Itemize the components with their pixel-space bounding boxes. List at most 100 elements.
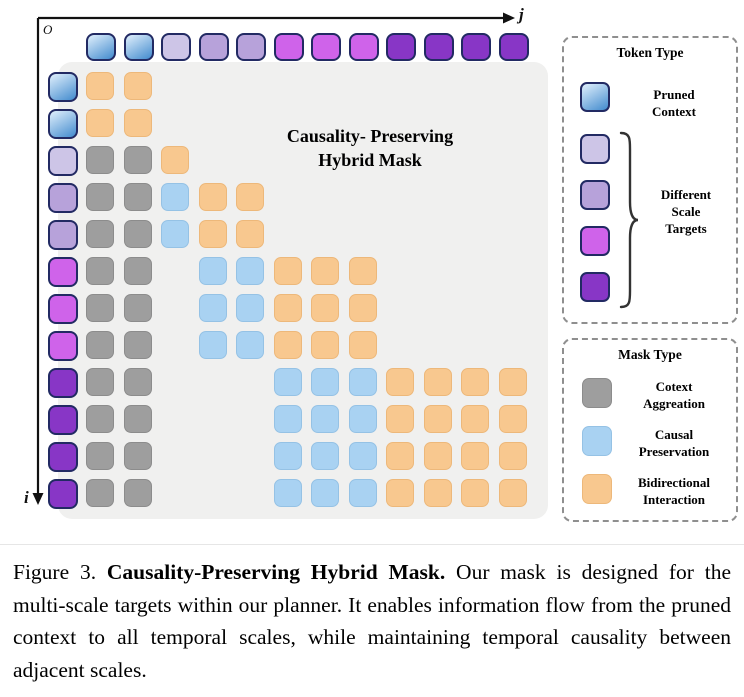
mask-cell-orange [86,109,114,137]
mask-type-legend: Mask Type Cotext Aggreation Causal Prese… [562,338,738,522]
mask-cell-orange [386,479,414,507]
left-token-s2 [48,183,78,213]
left-token-s3 [48,294,78,324]
header-token-s4 [461,33,491,61]
causal-preservation-swatch [582,426,612,456]
mask-cell-blue [348,368,377,396]
mask-legend-0-line2: Aggreation [643,396,705,412]
scale1-swatch [580,134,610,164]
mask-cell-blue [311,405,339,433]
mask-cell-blue [311,442,339,470]
header-token-ctx [86,33,116,61]
mask-cell-gray [86,257,114,285]
mask-cell-orange [273,294,302,322]
mask-title-line2: Hybrid Mask [318,150,422,171]
mask-title-line1: Causality- Preserving [286,126,454,146]
header-token-s3 [348,33,379,61]
mask-cell-gray [123,294,152,322]
left-token-s3 [48,257,78,287]
mask-cell-gray [86,368,114,396]
mask-cell-gray [86,405,114,433]
mask-cell-orange [273,257,302,285]
mask-cell-orange [386,442,414,470]
scale3-swatch [580,226,610,256]
mask-cell-blue [198,294,227,322]
mask-cell-orange [498,405,527,433]
mask-cell-gray [123,442,152,470]
mask-cell-blue [311,479,339,507]
left-token-s4 [48,442,78,472]
mask-cell-orange [423,368,452,396]
left-token-s4 [48,405,78,435]
figure-caption: Figure 3. Causality-Preserving Hybrid Ma… [13,556,731,687]
scales-label-line1: Different [660,187,712,202]
left-token-s1 [48,146,78,176]
header-token-s2 [198,33,229,61]
mask-cell-blue [273,368,302,396]
scales-label-line3: Targets [665,221,707,237]
left-token-ctx [48,72,78,102]
mask-cell-gray [123,331,152,359]
mask-cell-orange [423,479,452,507]
header-token-row [86,33,529,61]
pruned-context-label-line1: Pruned [653,87,695,102]
scales-label-line2: Scale [671,204,701,220]
mask-cell-blue [273,405,302,433]
mask-cell-orange [86,72,114,100]
mask-cell-blue [198,257,227,285]
mask-cell-orange [461,442,489,470]
header-token-s4 [386,33,416,61]
mask-title: Causality- Preserving Hybrid Mask [248,124,492,173]
mask-cell-orange [423,442,452,470]
mask-cell-orange [236,220,264,248]
origin-label: O [43,22,53,37]
header-token-ctx [123,33,154,61]
header-token-s3 [273,33,304,61]
header-token-s1 [161,33,191,61]
figure-3-diagram: O j i Causality- Preserving Hybrid Mask … [24,5,738,522]
mask-cell-orange [498,479,527,507]
mask-cell-orange [311,257,339,285]
mask-legend-2-line1: Bidirectional [638,475,710,490]
mask-cell-gray [86,183,114,211]
caption-body: Our mask is designed for the multi-scale… [13,560,732,683]
mask-legend-2-line2: Interaction [642,492,706,508]
mask-cell-blue [311,368,339,396]
mask-legend-0-line1: Cotext [655,379,693,394]
mask-cell-blue [236,331,264,359]
y-axis-label: i [24,488,29,507]
mask-cell-orange [386,368,414,396]
mask-cell-orange [461,405,489,433]
mask-cell-gray [123,257,152,285]
pruned-context-swatch [580,82,610,112]
mask-cell-orange [461,368,489,396]
mask-cell-gray [86,220,114,248]
mask-cell-blue [236,294,264,322]
mask-cell-blue [161,220,189,248]
mask-cell-blue [348,442,377,470]
mask-cell-orange [123,109,152,137]
mask-cell-blue [273,479,302,507]
mask-cell-orange [236,183,264,211]
pruned-context-label-line2: Context [651,104,697,120]
token-type-legend: Token Type Pruned Context Different Scal… [562,36,738,324]
scale2-swatch [580,180,610,210]
caption-figure-label: Figure 3. [13,560,97,584]
left-token-s4 [48,479,78,509]
mask-grid [86,72,548,516]
mask-cell-orange [386,405,414,433]
context-aggregation-label: Cotext Aggreation [618,378,730,412]
header-token-s3 [311,33,341,61]
token-type-legend-title: Token Type [616,45,684,60]
mask-cell-orange [348,331,377,359]
mask-cell-orange [311,294,339,322]
mask-cell-orange [161,146,189,174]
mask-cell-orange [348,294,377,322]
causal-preservation-label: Causal Preservation [618,426,730,460]
left-token-column [48,72,78,509]
mask-cell-orange [198,183,227,211]
bidirectional-interaction-swatch [582,474,612,504]
mask-cell-orange [348,257,377,285]
x-axis-label: j [519,5,524,24]
